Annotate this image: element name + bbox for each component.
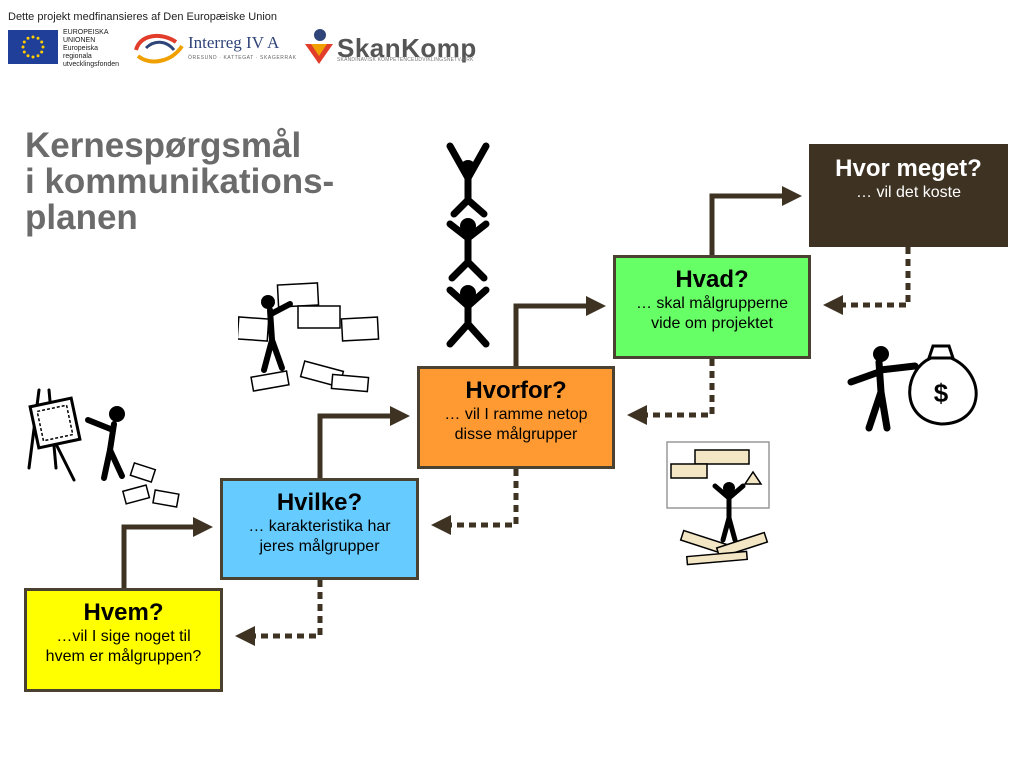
- step-arrow-4: [709, 186, 802, 255]
- skankomp-subtitle: SKANDINAVISK KOMPETENCEUDVIKLINGSNETVÆRK: [337, 57, 474, 63]
- painter-easel-icon: [27, 388, 180, 508]
- funding-note: Dette projekt medfinansieres af Den Euro…: [8, 11, 278, 23]
- skankomp-logo-icon: [305, 29, 333, 64]
- interreg-name: Interreg IV A: [188, 33, 280, 52]
- back-arrow-3: [627, 359, 715, 425]
- step-arrow-2: [317, 406, 410, 478]
- presentation-figure-icon: [666, 441, 770, 566]
- skankomp-name: SkanKomp: [337, 33, 477, 63]
- step-box-hvem: Hvem? …vil I sige noget til hvem er målg…: [24, 588, 223, 692]
- papers-figure-icon: [238, 282, 380, 393]
- interreg-logo-icon: [134, 33, 184, 64]
- step-box-hvilke: Hvilke? … karakteristika har jeres målgr…: [220, 478, 419, 580]
- money-bag-icon: $: [847, 344, 978, 432]
- back-arrow-1: [235, 580, 323, 646]
- eu-flag-icon: [8, 30, 58, 64]
- step-arrow-1: [121, 517, 213, 588]
- back-arrow-2: [431, 469, 519, 535]
- dollar-sign: $: [934, 378, 949, 408]
- back-arrow-4: [823, 247, 911, 315]
- interreg-subtitle: ÖRESUND · KATTEGAT · SKAGERRAK: [188, 55, 297, 61]
- eu-logo-text: EUROPEISKA UNIONEN Europeiska regionala …: [63, 29, 120, 68]
- step-box-hvorfor: Hvorfor? … vil I ramme netop disse målgr…: [417, 366, 615, 469]
- step-arrow-3: [513, 296, 606, 366]
- step-box-hvad: Hvad? … skal målgrupperne vide om projek…: [613, 255, 811, 359]
- page-title: Kernespørgsmål i kommunikations- planen: [25, 126, 335, 237]
- human-pyramid-icon: [446, 142, 490, 348]
- step-box-hvor-meget: Hvor meget? … vil det koste: [809, 144, 1008, 247]
